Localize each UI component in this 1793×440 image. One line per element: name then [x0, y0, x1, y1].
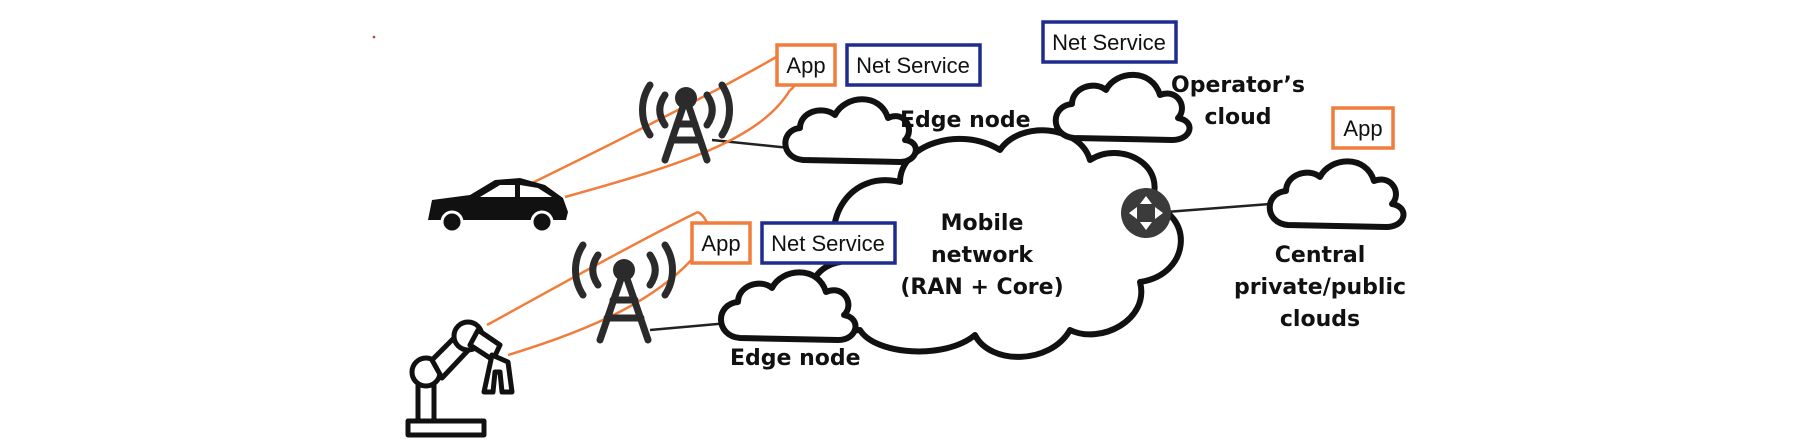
antenna-tower-icon — [572, 241, 676, 344]
central-clouds-label-line1: Central — [1275, 243, 1365, 268]
net-service-box-bottom-label: Net Service — [771, 231, 885, 256]
mobile-network-label-line3: (RAN + Core) — [900, 275, 1063, 300]
operator-cloud — [1052, 71, 1193, 143]
edge-node-cloud-top — [782, 96, 919, 165]
net-service-box-operator: Net Service — [1041, 20, 1178, 64]
speck-dot — [372, 35, 376, 39]
link-tower-top-edge — [711, 138, 791, 150]
car-icon — [428, 178, 568, 234]
net-service-box-top: Net Service — [845, 43, 982, 87]
mobile-network-label-line2: network — [931, 243, 1034, 268]
central-cloud — [1266, 158, 1407, 230]
antenna-tower-icon — [639, 81, 733, 164]
beam-robot-app-lower — [507, 249, 701, 357]
app-box-top-label: App — [786, 53, 825, 78]
edge-node-label-bottom: Edge node — [730, 346, 861, 371]
app-box-top: App — [775, 43, 837, 87]
net-service-box-bottom: Net Service — [760, 221, 897, 265]
net-service-box-operator-label: Net Service — [1052, 30, 1166, 55]
app-box-bottom-label: App — [701, 231, 740, 256]
net-service-box-top-label: Net Service — [856, 53, 970, 78]
beam-robot-app-upper — [486, 210, 699, 327]
app-box-central-label: App — [1343, 116, 1382, 141]
beam-car-app-lower — [564, 89, 792, 199]
app-box-bottom: App — [690, 221, 752, 265]
operator-cloud-label-line2: cloud — [1204, 105, 1271, 130]
edge-node-label-top: Edge node — [900, 108, 1031, 133]
mobile-network-label-line1: Mobile — [941, 211, 1024, 236]
link-router-central — [1165, 202, 1271, 214]
central-clouds-label-line3: clouds — [1280, 307, 1360, 332]
router-icon — [1121, 188, 1171, 238]
beam-car-app-upper — [527, 50, 786, 187]
robot-arm-icon — [405, 319, 515, 438]
app-box-central: App — [1331, 106, 1395, 150]
edge-node-cloud-bottom — [718, 269, 859, 343]
central-clouds-label-line2: private/public — [1234, 275, 1406, 300]
mobile-network-cloud — [807, 127, 1184, 360]
operator-cloud-label-line1: Operator’s — [1171, 73, 1305, 98]
